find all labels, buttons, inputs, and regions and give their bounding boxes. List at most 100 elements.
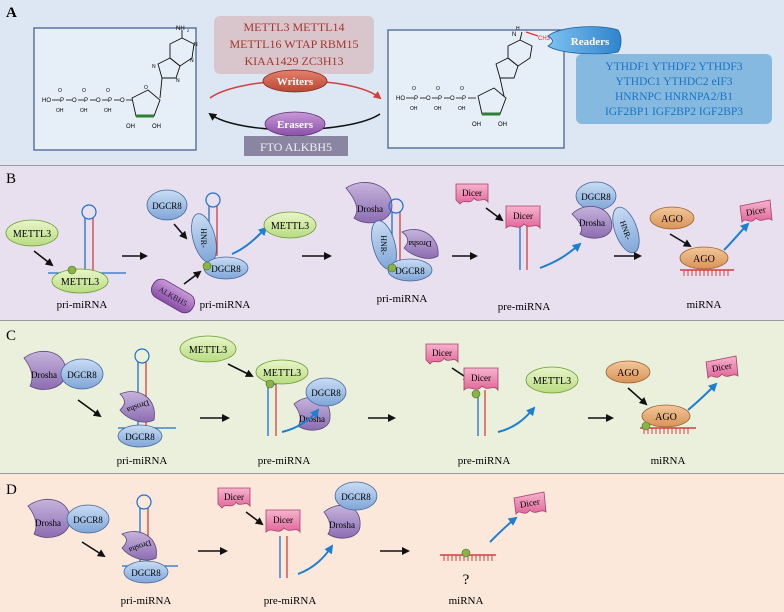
svg-text:OH: OH [80,108,88,114]
dgcr8-label: DGCR8 [67,370,97,380]
mettl3-released-label: METTL3 [271,221,309,232]
svg-text:O: O [106,88,110,94]
dicer-released [739,199,773,224]
pre-mirna-label: pre-miRNA [458,455,511,467]
ago-label: AGO [617,368,639,379]
svg-text:OH: OH [410,106,418,112]
dgcr8-bound [117,424,163,448]
ago-bound-label: AGO [655,412,677,423]
svg-text:O: O [460,86,464,92]
svg-text:O: O [82,88,86,94]
release-arrow [281,408,320,433]
svg-text:OH: OH [56,108,64,114]
svg-text:N: N [176,78,180,84]
dgcr8-bound [123,560,169,584]
svg-text:O: O [450,96,455,102]
svg-text:H: H [516,26,520,32]
drosha-protein [27,499,71,538]
readers-line-4: IGF2BP1 IGF2BP2 IGF2BP3 [605,106,743,118]
mettl3-released [525,366,579,394]
ago-bound-label: AGO [693,254,715,265]
mirna-label: miRNA [687,299,722,311]
dicer-released-label: Dicer [745,204,766,217]
svg-text:P: P [60,98,64,104]
dicer-protein [455,183,489,205]
svg-text:O: O [96,98,101,104]
panel-label-a: A [6,5,17,21]
dgcr8-released [334,481,378,511]
dgcr8-released-label: DGCR8 [581,192,611,202]
svg-text:P: P [414,96,418,102]
step-arrow [669,233,692,248]
alkbh5-protein [150,278,196,314]
svg-text:OH: OH [498,122,507,128]
mettl3-label: METTL3 [13,229,51,240]
release-arrow [687,382,718,411]
adenosine-structure: HO P O P O P O O O O OH OH OH OH OH O NH… [33,26,198,151]
pre-mirna-hairpin [279,536,288,578]
drosha-released-label: Drosha [579,218,605,228]
erasers-list-box [244,136,348,156]
svg-text:HO: HO [42,98,51,104]
svg-text:P: P [84,98,88,104]
readers-line-2: YTHDC1 YTHDC2 eIF3 [615,76,732,88]
dicer-bound-label: Dicer [513,211,533,221]
writers-label: Writers [277,76,314,88]
dgcr8-protein [60,358,104,390]
pre-mirna-label: pre-miRNA [258,455,311,467]
svg-text:P: P [108,98,112,104]
svg-text:N: N [194,42,198,48]
mettl3-released [263,211,317,239]
mettl3-bound [255,359,309,385]
dgcr8-label: DGCR8 [73,515,103,525]
drosha-label: Drosha [31,370,57,380]
methyl-label: CH3 [538,36,551,42]
dgcr8-bound-label: DGCR8 [395,266,425,276]
pri-mirna-label: pri-miRNA [117,455,168,467]
svg-text:OH: OH [126,124,135,130]
m6a-mark [265,379,275,389]
release-arrow [539,242,582,269]
svg-text:N: N [512,32,516,38]
release-arrow [231,226,268,255]
readers-line-3: HNRNPC HNRNPA2/B1 [615,91,733,103]
writers-list-box [214,16,374,74]
dicer-released [513,491,547,516]
drosha-label: Drosha [35,518,61,528]
readers-list-box [576,54,772,124]
mettl3-bound [51,268,109,294]
mature-mirna [440,548,496,561]
drosha-released-label: Drosha [329,520,355,530]
erasers-label: Erasers [277,119,314,131]
dgcr8-protein [66,504,110,534]
drosha-released-label: Drosha [299,414,325,424]
drosha-bound [121,531,157,561]
dgcr8-bound-label: DGCR8 [131,568,161,578]
svg-text:OH: OH [152,124,161,130]
readers-line-1: YTHDF1 YTHDF2 YTHDF3 [605,61,742,73]
svg-text:O: O [426,96,431,102]
pri-mirna-hairpin [81,204,97,272]
panel-label-b: B [6,171,16,187]
svg-text:O: O [436,86,440,92]
dgcr8-label: DGCR8 [152,201,182,211]
dicer-bound [463,367,499,392]
svg-text:O: O [72,98,77,104]
dicer-bound [505,205,541,230]
drosha-label: Drosha [357,204,383,214]
step-arrow [173,223,188,240]
release-arrow [723,222,750,251]
ago-bound [641,404,691,428]
svg-text:NH: NH [176,26,185,32]
panel-c-background [0,321,784,473]
dgcr8-released [305,377,347,407]
mettl3-label: METTL3 [189,345,227,356]
dicer-label: Dicer [224,492,244,502]
dicer-released-label: Dicer [519,496,540,509]
panel-label-c: C [6,328,16,344]
release-arrow [497,406,536,433]
erasers-list: FTO ALKBH5 [260,140,332,154]
panel-d-background [0,474,784,612]
m6a-structure: HO P O P O P O O O OH OH OH OH OH N H CH… [387,26,565,149]
svg-text:P: P [438,96,442,102]
